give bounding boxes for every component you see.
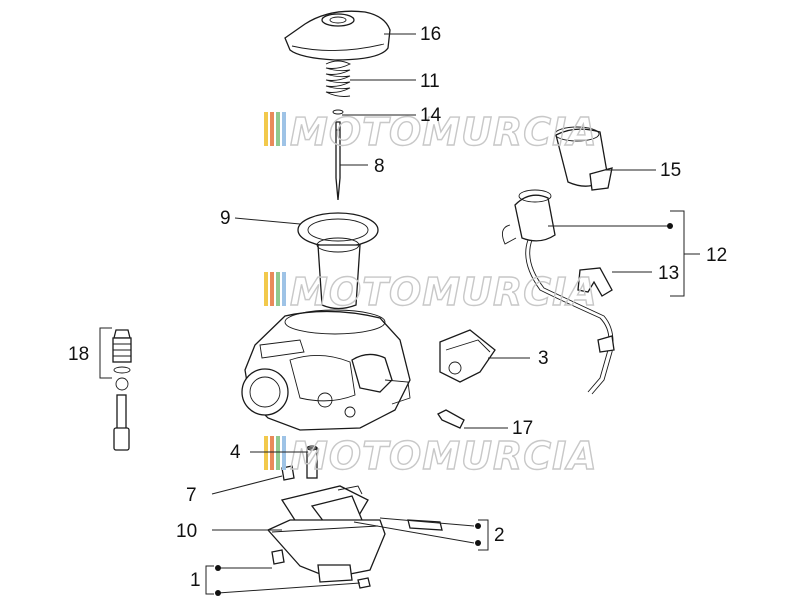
leader-dots [215, 223, 673, 596]
callout-4: 4 [230, 442, 241, 463]
callout-18: 18 [68, 344, 89, 365]
part-8-needle[interactable] [335, 121, 341, 201]
part-13-bracket[interactable] [577, 267, 613, 297]
watermark-text: MOTOMURCIA [290, 270, 598, 314]
part-15-boot[interactable] [554, 126, 613, 191]
callout-14: 14 [420, 105, 442, 126]
leader-lines [99, 33, 700, 595]
leader-1b [217, 582, 361, 594]
callout-9: 9 [220, 208, 231, 229]
part-12-starter-cable[interactable] [501, 189, 615, 395]
callout-7: 7 [186, 485, 197, 506]
part-17-screw[interactable] [437, 409, 465, 429]
leader-7 [211, 475, 283, 495]
callout-labels: 16 11 14 8 15 9 12 13 18 3 17 4 7 10 2 1 [68, 24, 727, 591]
part-10-float-bowl[interactable] [266, 519, 386, 583]
part-11-spring[interactable] [325, 60, 352, 97]
bracket-2 [478, 519, 489, 551]
leader-2b [353, 521, 475, 544]
part-1-screws[interactable] [271, 549, 371, 589]
callout-17: 17 [512, 418, 533, 439]
part-14-clip[interactable] [332, 109, 344, 115]
callout-16: 16 [420, 24, 441, 45]
watermark-2: MOTOMURCIA [264, 269, 598, 315]
part-4-jet[interactable] [306, 445, 318, 479]
part-9-diaphragm-slide[interactable] [297, 212, 379, 310]
callout-15: 15 [660, 160, 681, 181]
part-18-screw-set[interactable] [112, 329, 132, 451]
bracket-1 [205, 565, 214, 595]
callout-2: 2 [494, 525, 505, 546]
callout-10: 10 [176, 521, 197, 542]
callout-3: 3 [538, 348, 549, 369]
part-3-cover[interactable] [439, 329, 496, 383]
callout-11: 11 [420, 71, 440, 92]
callout-8: 8 [374, 156, 385, 177]
watermark-3: MOTOMURCIA [264, 433, 598, 479]
callout-1: 1 [190, 570, 201, 591]
callout-13: 13 [658, 263, 679, 284]
part-16-cap[interactable] [284, 10, 391, 61]
leader-2a [379, 517, 475, 527]
carburetor-body[interactable] [241, 309, 411, 431]
bracket-18 [99, 327, 112, 379]
watermark-text: MOTOMURCIA [290, 110, 598, 154]
callout-12: 12 [706, 245, 727, 266]
watermark-text: MOTOMURCIA [290, 434, 598, 478]
leader-9 [234, 217, 301, 225]
watermark-1: MOTOMURCIA [264, 109, 598, 155]
